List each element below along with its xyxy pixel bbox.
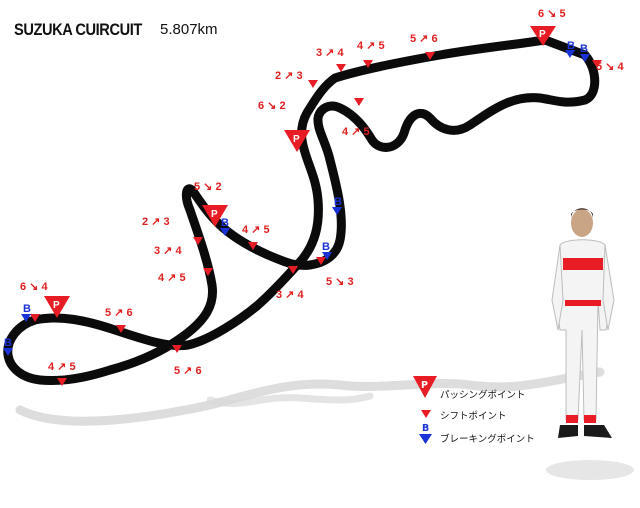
braking-marker: B <box>3 337 13 356</box>
braking-marker: B <box>565 40 575 58</box>
shift-label: 6 ↘ 4 <box>20 281 48 293</box>
legend-passing-label: パッシングポイント <box>440 389 526 401</box>
shift-label: 3 ↗ 4 <box>316 47 344 59</box>
legend-braking: B ブレーキングポイント <box>419 423 535 445</box>
svg-text:B: B <box>322 241 330 253</box>
braking-marker: B <box>21 303 31 322</box>
shift-marker <box>116 325 126 333</box>
svg-text:P: P <box>539 29 546 40</box>
braking-marker: B <box>580 43 590 62</box>
svg-text:B: B <box>23 303 31 315</box>
track-outline <box>3 35 600 385</box>
shift-label: 2 ↗ 3 <box>142 216 170 228</box>
shift-label: 5 ↗ 6 <box>105 307 133 319</box>
shift-label: 4 ↗ 5 <box>357 40 385 52</box>
shift-label: 3 ↗ 4 <box>276 289 304 301</box>
shift-label: 4 ↗ 5 <box>342 126 370 138</box>
passing-marker: P <box>202 205 228 227</box>
legend-passing: P パッシングポイント <box>413 376 526 401</box>
svg-text:B: B <box>4 337 12 349</box>
shift-label: 4 ↗ 5 <box>242 224 270 236</box>
svg-text:P: P <box>211 209 218 220</box>
track-shadow <box>15 367 605 426</box>
legend-shift: シフトポイント <box>421 410 507 422</box>
shift-label: 5 ↗ 6 <box>410 33 438 45</box>
svg-text:P: P <box>53 300 60 311</box>
shift-label: 6 ↘ 2 <box>258 100 286 112</box>
shift-marker <box>363 60 373 68</box>
shift-marker <box>172 345 182 353</box>
legend-braking-label: ブレーキングポイント <box>440 433 535 445</box>
passing-marker: P <box>284 130 310 152</box>
braking-marker: B <box>322 241 332 260</box>
legend: P パッシングポイント シフトポイント B ブレーキングポイント <box>413 376 535 445</box>
shift-marker <box>57 378 67 386</box>
track-shadow-2 <box>206 392 374 407</box>
shift-marker <box>592 60 602 68</box>
svg-text:B: B <box>567 40 575 52</box>
shift-marker <box>336 64 346 72</box>
shift-label: 6 ↘ 5 <box>538 8 566 20</box>
shift-marker <box>203 268 213 276</box>
circuit-length: 5.807km <box>160 21 218 38</box>
svg-text:B: B <box>580 43 588 55</box>
circuit-title: SUZUKA CUIRCUIT <box>14 20 142 39</box>
passing-marker: P <box>530 26 556 46</box>
shift-marker <box>308 80 318 88</box>
svg-text:B: B <box>422 423 429 434</box>
shift-label: 2 ↗ 3 <box>275 70 303 82</box>
shift-marker <box>30 314 40 322</box>
shift-marker <box>354 98 364 106</box>
shift-labels: 6 ↘ 5 5 ↗ 6 4 ↗ 5 3 ↗ 4 2 ↗ 3 6 ↘ 2 4 ↗ … <box>20 8 624 377</box>
shift-marker <box>288 266 298 274</box>
legend-shift-label: シフトポイント <box>440 411 507 422</box>
passing-marker: P <box>44 296 70 318</box>
shift-marker <box>425 52 435 60</box>
shift-label: 5 ↘ 4 <box>596 61 624 73</box>
svg-text:B: B <box>221 217 229 229</box>
shift-label: 4 ↗ 5 <box>48 361 76 373</box>
braking-markers: B B B B B B B <box>3 40 590 356</box>
shift-label: 3 ↗ 4 <box>154 245 182 257</box>
svg-text:P: P <box>421 380 428 391</box>
driver-image <box>546 208 634 480</box>
braking-marker: B <box>220 217 230 236</box>
passing-markers: P P P P <box>44 26 556 318</box>
shift-marker <box>248 242 258 250</box>
shift-marker <box>193 237 203 245</box>
braking-marker: B <box>332 196 342 215</box>
svg-text:P: P <box>293 134 300 145</box>
shift-label: 4 ↗ 5 <box>158 272 186 284</box>
shift-label: 5 ↘ 3 <box>326 276 354 288</box>
shift-label: 5 ↗ 6 <box>174 365 202 377</box>
svg-text:B: B <box>334 196 342 208</box>
shift-marker <box>316 257 326 265</box>
shift-label: 5 ↘ 2 <box>194 181 222 193</box>
shift-markers <box>30 52 602 386</box>
